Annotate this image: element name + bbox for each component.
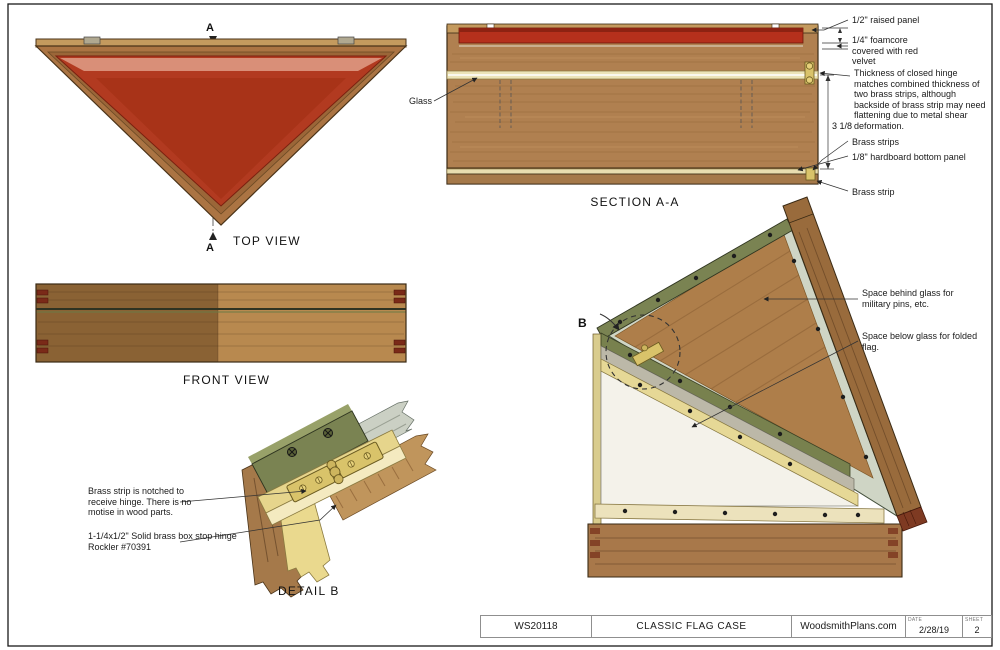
section-marker-a-top: A	[206, 22, 214, 34]
raised-panel-label: 1/2" raised panel	[852, 15, 920, 25]
section-dimension	[820, 27, 848, 170]
top-view-drawing	[34, 36, 408, 240]
section-marker-a-bottom: A	[206, 242, 214, 254]
detail-b-drawing	[179, 400, 437, 598]
title-block-website: WoodsmithPlans.com	[791, 616, 905, 637]
height-dimension: 3 1/8	[832, 121, 853, 131]
detail-leaders	[179, 488, 337, 543]
front-view-drawing	[35, 283, 407, 363]
base-block	[587, 523, 903, 578]
hinge-icon	[83, 36, 101, 45]
section-leaders	[433, 19, 851, 192]
brass-strip-diagonal	[600, 358, 859, 507]
board-end-grain	[896, 506, 928, 532]
hidden-screw-lines	[499, 80, 753, 128]
brass-strip-label: Brass strip	[852, 187, 895, 197]
detail-frame-screws	[287, 428, 333, 457]
perspective-drawing	[587, 196, 928, 578]
bottom-brass-strip-section	[805, 167, 816, 181]
title-block-sheet-cell: SHEET 2	[962, 616, 991, 637]
title-block-part-number: WS20118	[514, 621, 558, 632]
section-arrow-bottom	[209, 232, 217, 240]
foamcore-label: 1/4" foamcore covered with red velvet	[852, 35, 919, 67]
detail-frame-highlight	[248, 404, 352, 464]
hinge-icon	[337, 36, 355, 45]
top-view-title: TOP VIEW	[233, 234, 301, 248]
space-below-glass-label: Space below glass for folded flag.	[862, 331, 978, 352]
detail-b-title: DETAIL B	[278, 584, 340, 598]
flag-reflection	[60, 58, 382, 71]
section-title: SECTION A-A	[590, 195, 680, 209]
sheet-number: 2	[974, 624, 980, 635]
brass-notch-note: Brass strip is notched to receive hinge.…	[88, 486, 192, 518]
hardboard-panel-section	[446, 168, 819, 175]
page-border	[7, 3, 993, 647]
space-behind-glass-label: Space behind glass for military pins, et…	[862, 288, 954, 309]
title-block-date-cell: DATE 2/28/19	[905, 616, 962, 637]
perspective-leaders	[691, 296, 859, 428]
title-block-plan-title: CLASSIC FLAG CASE	[591, 616, 791, 637]
hinge-spec-note: 1-1/4x1/2" Solid brass box stop hinge Ro…	[88, 531, 237, 552]
detail-b-marker: B	[578, 316, 587, 330]
screw-dots	[617, 232, 869, 518]
brass-strip-bottom	[594, 503, 885, 524]
hinge-thickness-note: Thickness of closed hinge matches combin…	[854, 68, 986, 132]
date-value: 2/28/19	[918, 624, 950, 635]
detail-frame-strip	[251, 410, 369, 495]
detail-b-arrow	[599, 313, 620, 331]
brass-strips-label: Brass strips	[852, 137, 900, 147]
glass-label: Glass	[409, 96, 433, 106]
hardboard-label: 1/8" hardboard bottom panel	[852, 152, 966, 162]
section-hinge	[804, 61, 815, 85]
sheet-label: SHEET	[965, 617, 984, 623]
dovetail-keys	[36, 289, 406, 354]
date-label: DATE	[908, 617, 923, 623]
section-drawing	[433, 19, 851, 192]
perspective-hinge	[631, 341, 665, 367]
section-wood-grain	[450, 53, 815, 162]
case-side-wall	[592, 333, 602, 525]
base-dovetails	[590, 528, 898, 558]
detail-b-circle	[605, 314, 681, 390]
front-view-title: FRONT VIEW	[183, 373, 271, 387]
title-block: WS20118 CLASSIC FLAG CASE WoodsmithPlans…	[480, 615, 992, 638]
